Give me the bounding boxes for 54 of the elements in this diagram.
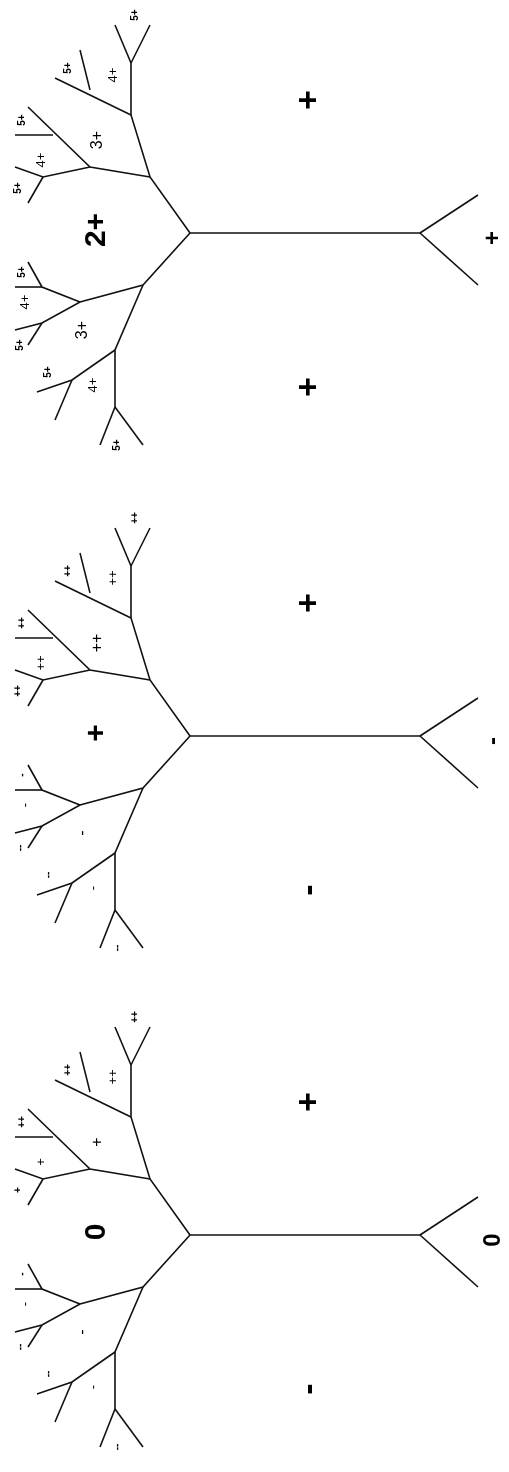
sign-label: -	[17, 1272, 27, 1276]
sign-label: -	[290, 884, 324, 896]
sign-label: 5+	[17, 266, 27, 278]
sign-label: 5+	[43, 366, 53, 378]
sign-label: +	[80, 724, 110, 742]
sign-label: -	[85, 885, 99, 891]
sign-label: ++	[89, 633, 105, 653]
sign-label: 5+	[112, 439, 122, 451]
sign-label: 5+	[15, 339, 25, 351]
sign-label: 3+	[89, 130, 105, 150]
sign-label: 5+	[130, 9, 140, 21]
sign-label: ++	[130, 1011, 140, 1023]
sign-label: ++	[17, 617, 27, 629]
sign-label: -	[17, 802, 31, 808]
sign-label: 3+	[74, 320, 90, 340]
sign-label: ++	[13, 685, 23, 697]
sign-label: 4+	[85, 377, 99, 393]
sign-label: ++	[130, 512, 140, 524]
sign-label: +	[290, 1092, 324, 1112]
sign-label: ++	[63, 1064, 73, 1076]
sign-label: +	[290, 593, 324, 613]
sign-label: +	[290, 377, 324, 397]
sign-label: --	[112, 1443, 122, 1451]
sign-label: ++	[105, 570, 119, 586]
sign-label: 5+	[63, 62, 73, 74]
sign-label: 4+	[105, 67, 119, 83]
sign-label: --	[43, 871, 53, 879]
sign-label: ++	[105, 1069, 119, 1085]
sign-label: +	[33, 1158, 47, 1166]
sign-label: -	[85, 1384, 99, 1390]
sign-label: ++	[33, 655, 47, 671]
sign-label: 2+	[80, 212, 110, 248]
sign-label: 5+	[13, 182, 23, 194]
sign-label: 5+	[17, 114, 27, 126]
sign-label: 4+	[33, 152, 47, 168]
sign-label: +	[290, 90, 324, 110]
sign-label: -	[74, 830, 90, 836]
sign-label: -	[74, 1329, 90, 1335]
sign-label: -	[17, 773, 27, 777]
sign-label: -	[480, 737, 504, 745]
sign-label: -	[17, 1301, 31, 1307]
sign-label: 4+	[17, 294, 31, 310]
sign-label: +	[13, 1187, 23, 1193]
sign-label: 0	[80, 1223, 110, 1241]
sign-label: --	[15, 844, 25, 852]
sign-label: 0	[480, 1233, 504, 1247]
sign-label: --	[15, 1343, 25, 1351]
sign-label: -	[290, 1383, 324, 1395]
sign-label: +	[480, 231, 504, 245]
sign-label: ++	[17, 1116, 27, 1128]
sign-label: ++	[63, 565, 73, 577]
sign-label: +	[89, 1137, 105, 1147]
sign-label: --	[112, 944, 122, 952]
sign-label: --	[43, 1370, 53, 1378]
